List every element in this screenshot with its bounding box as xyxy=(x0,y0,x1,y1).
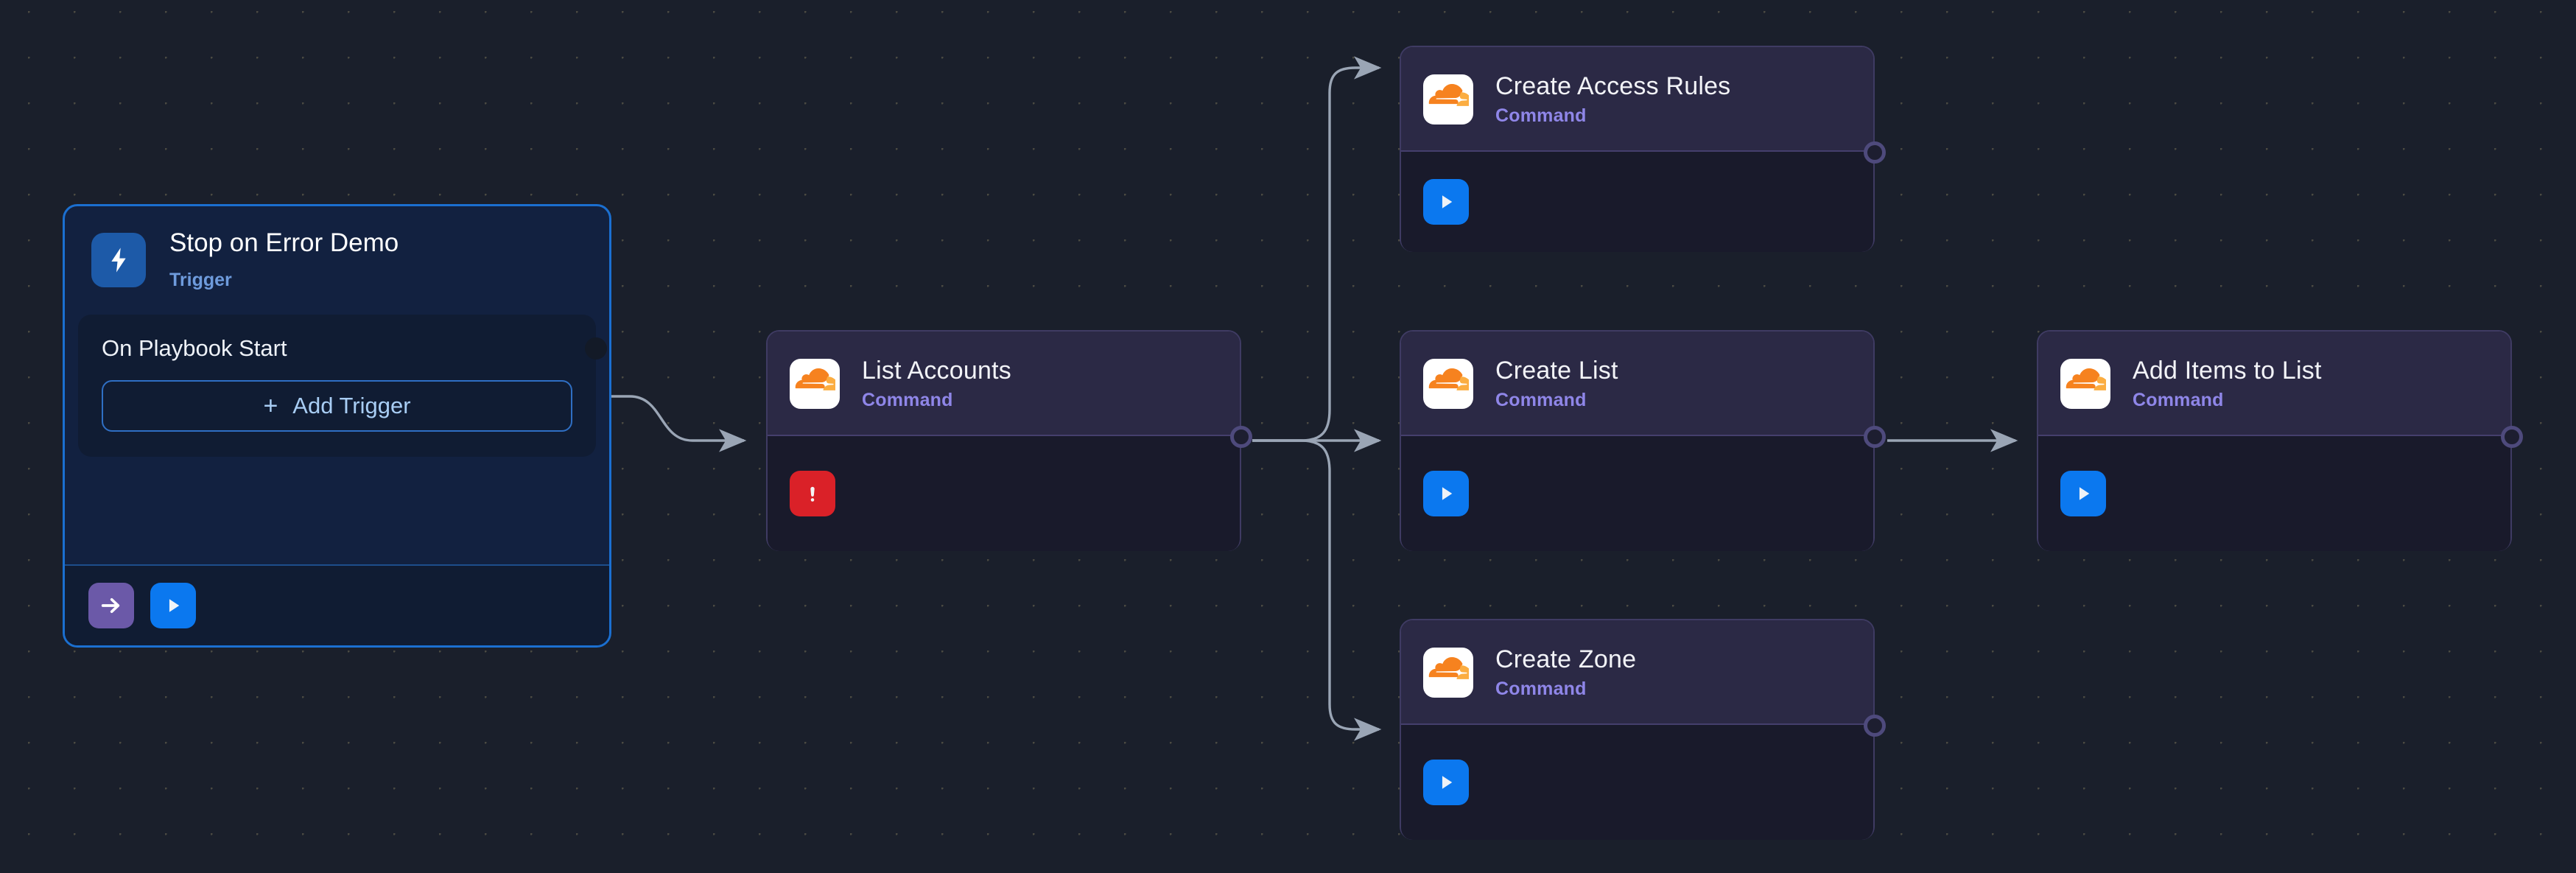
cloudflare-icon xyxy=(1423,648,1473,698)
node-header: Add Items to List Command xyxy=(2038,332,2510,436)
node-title: Create Access Rules xyxy=(1495,71,1731,100)
node-status-bar xyxy=(768,436,1240,551)
node-output-port[interactable] xyxy=(1864,141,1886,164)
node-list-accounts[interactable]: List Accounts Command xyxy=(766,330,1252,551)
on-playbook-start-card[interactable]: On Playbook Start + Add Trigger xyxy=(78,315,607,457)
edge-list-accounts-to-create-zone xyxy=(1252,439,1382,741)
node-status-bar xyxy=(1401,725,1873,840)
exclamation-icon[interactable] xyxy=(790,471,835,516)
node-title: List Accounts xyxy=(862,356,1011,385)
node-output-port[interactable] xyxy=(2501,426,2523,448)
on-playbook-start-label: On Playbook Start xyxy=(102,335,287,361)
node-title: Add Items to List xyxy=(2133,356,2322,385)
node-subtitle: Command xyxy=(862,390,953,411)
node-subtitle: Command xyxy=(2133,390,2224,411)
goto-button[interactable] xyxy=(88,583,134,628)
node-status-bar xyxy=(1401,152,1873,252)
node-header: Create Zone Command xyxy=(1401,620,1873,725)
node-subtitle: Command xyxy=(1495,105,1587,127)
cloudflare-icon xyxy=(1423,74,1473,125)
node-title: Create List xyxy=(1495,356,1618,385)
node-subtitle: Command xyxy=(1495,679,1587,700)
node-output-port[interactable] xyxy=(1230,426,1252,448)
node-status-bar xyxy=(1401,436,1873,551)
trigger-node-header: Stop on Error Demo Trigger xyxy=(65,206,609,290)
node-output-port[interactable] xyxy=(1864,715,1886,737)
edge-list-accounts-to-create-access-rules xyxy=(1252,56,1382,442)
node-header: List Accounts Command xyxy=(768,332,1240,436)
node-create-list[interactable]: Create List Command xyxy=(1400,330,1886,551)
run-button[interactable] xyxy=(1423,760,1469,805)
plus-icon: + xyxy=(263,391,278,420)
node-create-access-rules[interactable]: Create Access Rules Command xyxy=(1400,46,1886,252)
node-header: Create List Command xyxy=(1401,332,1873,436)
run-button[interactable] xyxy=(2060,471,2106,516)
node-output-port[interactable] xyxy=(1864,426,1886,448)
lightning-bolt-icon xyxy=(91,232,146,287)
node-add-items-to-list[interactable]: Add Items to List Command xyxy=(2037,330,2523,551)
run-button[interactable] xyxy=(1423,179,1469,225)
node-subtitle: Command xyxy=(1495,390,1587,411)
node-status-bar xyxy=(2038,436,2510,551)
add-trigger-label: Add Trigger xyxy=(292,393,411,419)
cloudflare-icon xyxy=(1423,359,1473,409)
trigger-output-port[interactable] xyxy=(585,337,607,360)
trigger-node[interactable]: Stop on Error Demo Trigger On Playbook S… xyxy=(63,204,611,648)
trigger-node-action-bar xyxy=(65,564,609,645)
run-button[interactable] xyxy=(150,583,196,628)
trigger-node-subtitle: Trigger xyxy=(169,269,232,290)
cloudflare-icon xyxy=(790,359,840,409)
node-header: Create Access Rules Command xyxy=(1401,47,1873,152)
trigger-node-title: Stop on Error Demo xyxy=(169,228,399,257)
cloudflare-icon xyxy=(2060,359,2110,409)
node-title: Create Zone xyxy=(1495,645,1637,673)
run-button[interactable] xyxy=(1423,471,1469,516)
add-trigger-button[interactable]: + Add Trigger xyxy=(102,379,572,432)
node-create-zone[interactable]: Create Zone Command xyxy=(1400,619,1886,840)
